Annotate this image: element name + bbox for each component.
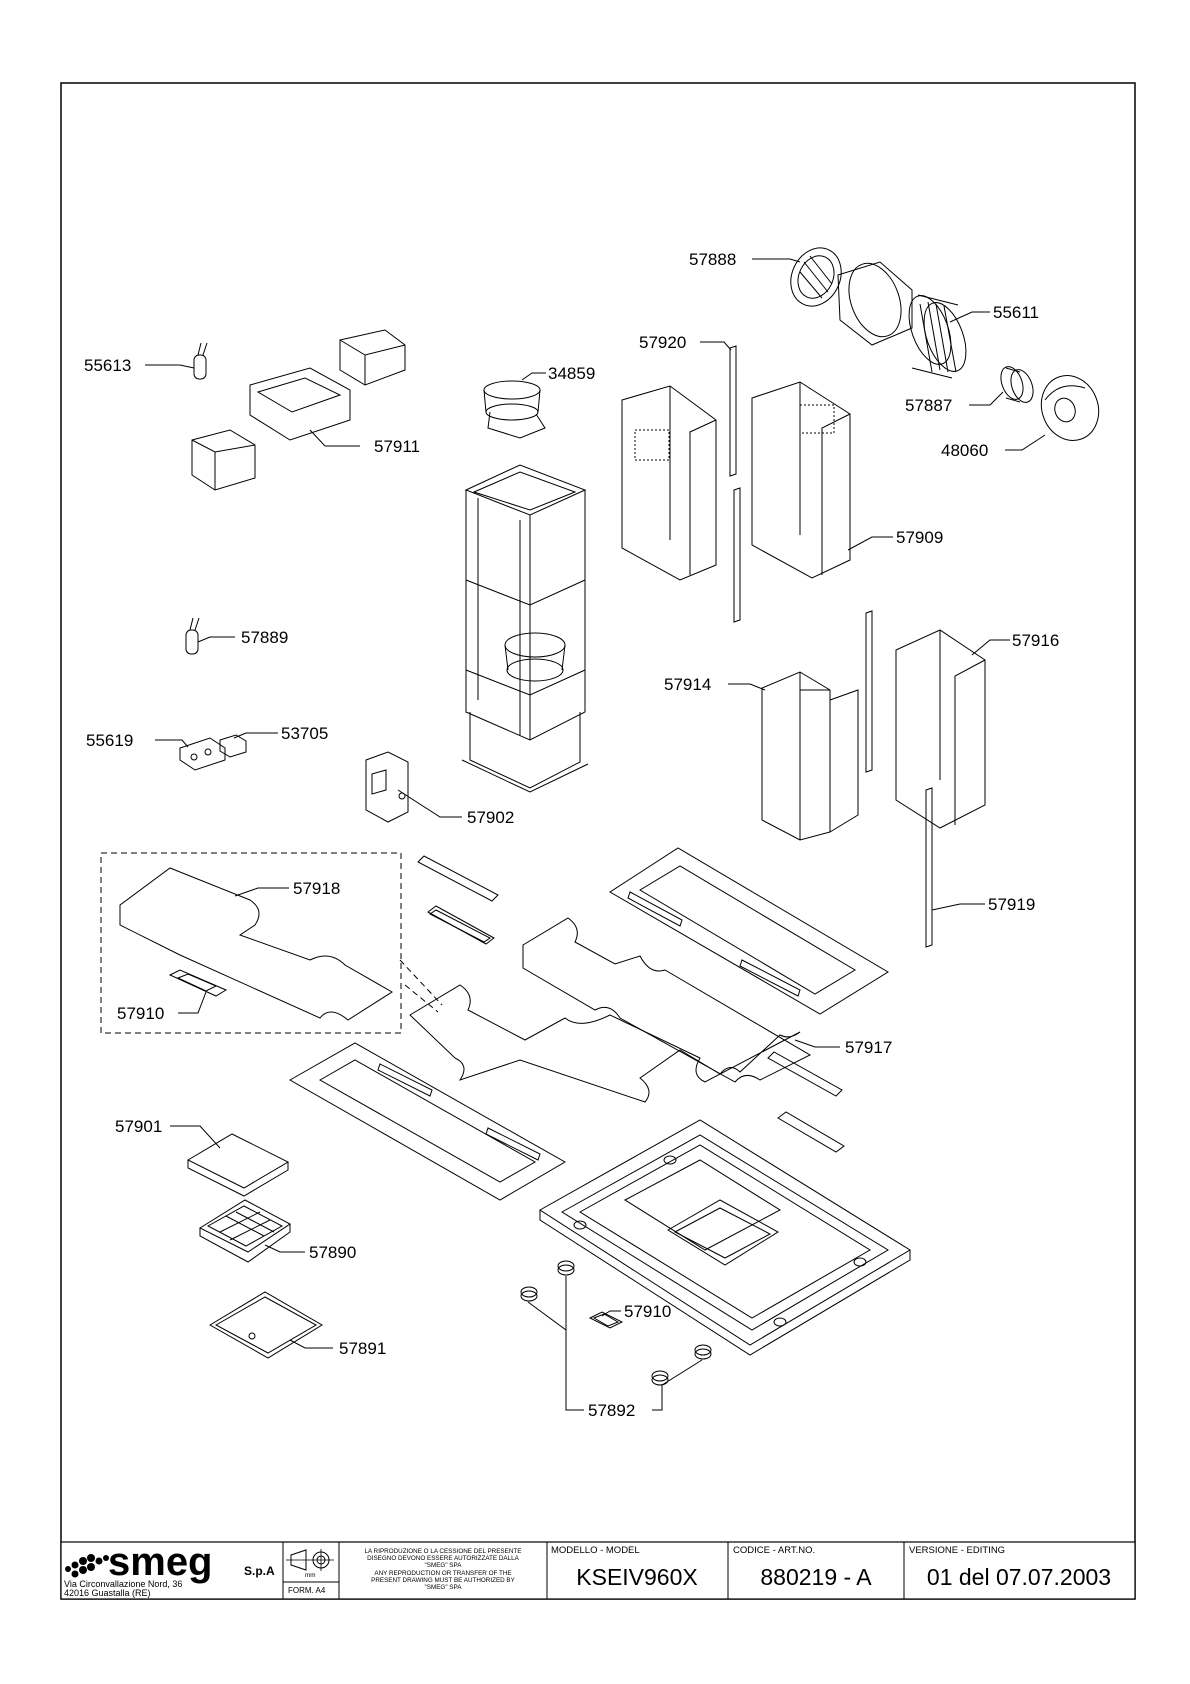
part-57919-strip [865,610,933,948]
leader-lines [145,258,1046,1411]
code-value: 880219 - A [760,1564,872,1590]
part-57911-box-assembly [191,329,406,491]
part-57892-feet [520,1260,712,1386]
label-57901: 57901 [115,1117,162,1136]
label-57890: 57890 [309,1243,356,1262]
part-bottom-frame-assembly [539,1119,911,1356]
part-57917-panel-upper [522,917,812,1083]
label-57917: 57917 [845,1038,892,1057]
label-48060: 48060 [941,441,988,460]
form-label: FORM. A4 [288,1586,326,1595]
label-55611: 55611 [993,303,1039,322]
part-bottom-frame-left [288,1042,567,1201]
part-48060-fan-wheel [1040,375,1100,441]
notice-it-1: LA RIPRODUZIONE O LA CESSIONE DEL PRESEN… [365,1548,522,1555]
label-57888: 57888 [689,250,736,269]
part-55611-motor-fan [837,261,967,379]
part-53705-switch [219,734,247,758]
version-value: 01 del 07.07.2003 [927,1564,1111,1590]
label-57910-a: 57910 [117,1004,164,1023]
detail-pointer [399,959,443,1013]
smeg-logo: smeg S.p.A [65,1540,275,1584]
notice-en-3: "SMEG" SPA [425,1584,463,1591]
logo-suffix: S.p.A [244,1564,275,1578]
part-57902-electronics-box [365,751,409,823]
part-57887-motor [1000,366,1034,403]
notice-en-2: PRESENT DRAWING MUST BE AUTHORIZED BY [371,1577,515,1584]
label-57911: 57911 [374,437,420,456]
label-57909: 57909 [896,528,943,547]
logo-text: smeg [108,1540,213,1584]
version-header: VERSIONE - EDITING [909,1545,1005,1556]
notice-en-1: ANY REPRODUCTION OR TRANSFER OF THE [374,1570,511,1577]
part-central-frame [461,464,589,793]
label-57889: 57889 [241,628,288,647]
code-header: CODICE - ART.NO. [733,1545,815,1556]
detail-box-57918 [100,852,402,1034]
part-number-labels: 57888 55611 57920 34859 55613 57887 5791… [84,250,1059,1420]
part-57901-filter [186,1133,290,1197]
part-55613-capacitor [193,342,208,380]
label-57910-b: 57910 [624,1302,671,1321]
part-57910-bracket-b [588,1311,624,1329]
part-small-strips [417,855,845,1153]
part-57914-lower-chimney [761,671,859,841]
label-57914: 57914 [664,675,711,694]
label-57902: 57902 [467,808,514,827]
part-55619-terminal-block [179,737,226,771]
label-57892: 57892 [588,1401,635,1420]
address-line-2: 42016 Guastalla (RE) [64,1588,151,1598]
label-57887: 57887 [905,396,952,415]
part-57890-filter-holder [198,1199,291,1263]
model-header: MODELLO - MODEL [551,1545,640,1556]
part-57917-panel-lower [409,984,801,1103]
label-57920: 57920 [639,333,686,352]
part-57916-lower-chimney-back [895,629,986,829]
part-57889-capacitor [185,617,200,655]
label-55619: 55619 [86,731,133,750]
label-53705: 53705 [281,724,328,743]
projection-symbol: mm [286,1549,334,1579]
unit-label: mm [305,1572,316,1579]
part-57918-panel [119,867,393,1021]
label-57918: 57918 [293,879,340,898]
model-value: KSEIV960X [576,1564,697,1590]
label-57891: 57891 [339,1339,386,1358]
part-57910-bracket-a [168,969,228,997]
address-line-1: Via Circonvallazione Nord, 36 [64,1579,182,1589]
notice-it-3: "SMEG" SPA [425,1562,463,1569]
part-top-frame-right [609,847,889,1015]
label-34859: 34859 [548,364,595,383]
part-57888-grille [790,247,842,307]
notice-it-2: DISEGNO DEVONO ESSERE AUTORIZZATE DALLA [367,1555,519,1562]
drawing-frame [60,82,1136,1600]
part-57891-grease-filter [209,1291,323,1359]
part-57909-upper-chimney [621,381,851,581]
title-block: smeg S.p.A Via Circonvallazione Nord, 36… [60,1540,1136,1600]
label-57919: 57919 [988,895,1035,914]
part-34859-flange [483,380,546,439]
label-55613: 55613 [84,356,131,375]
part-57920-strip [729,345,741,623]
label-57916: 57916 [1012,631,1059,650]
